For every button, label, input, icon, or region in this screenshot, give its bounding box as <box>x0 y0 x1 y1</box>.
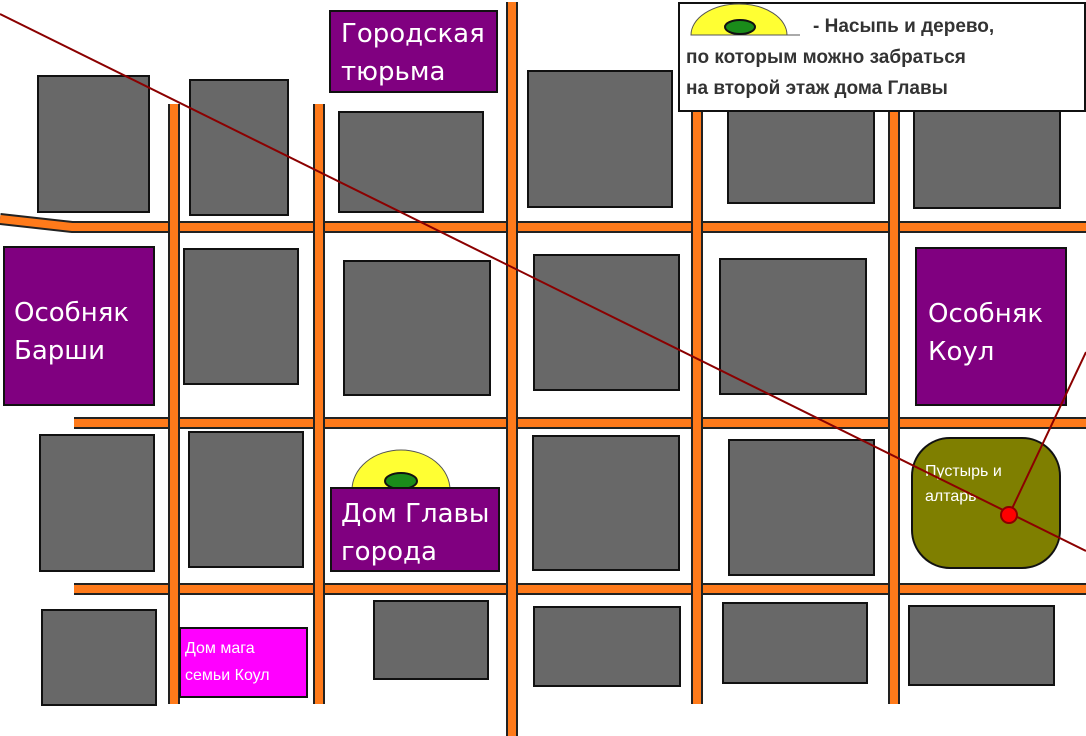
block <box>728 439 875 576</box>
altar-marker <box>1000 506 1018 524</box>
block <box>719 258 867 395</box>
block <box>527 70 673 208</box>
route-line-diagonal <box>0 13 1086 552</box>
block <box>913 103 1061 209</box>
tree-icon <box>384 472 418 490</box>
block <box>722 602 868 684</box>
mayor-label-line2: города <box>341 537 437 567</box>
prison-label-line1: Городская <box>341 19 485 49</box>
mage-label-line1: Дом мага <box>185 640 255 657</box>
block <box>39 434 155 572</box>
block <box>343 260 491 396</box>
mayor-house: Дом Главы города <box>330 449 500 572</box>
mage-label-line2: семьи Коул <box>185 667 270 684</box>
city-blocks <box>37 70 1061 706</box>
barsha-label-line1: Особняк <box>14 298 129 328</box>
legend-line1: - Насыпь и дерево, <box>813 16 994 37</box>
prison-label-line2: тюрьма <box>341 57 445 87</box>
block <box>727 103 875 204</box>
altar-label-line2: алтарь <box>925 488 977 505</box>
city-prison: Городская тюрьма <box>329 10 498 93</box>
block <box>373 600 489 680</box>
koul-mansion: Особняк Коул <box>915 247 1067 406</box>
block <box>338 111 484 213</box>
block <box>908 605 1055 686</box>
hill-icon <box>351 449 451 491</box>
barsha-label-line2: Барши <box>14 336 105 366</box>
tree-icon <box>724 19 756 35</box>
barsha-mansion: Особняк Барши <box>3 246 155 406</box>
block <box>183 248 299 385</box>
block <box>533 606 681 687</box>
block <box>533 254 680 391</box>
block <box>188 431 304 568</box>
wasteland-altar: Пустырь и алтарь <box>911 437 1061 569</box>
legend-line3: на второй этаж дома Главы <box>686 78 948 99</box>
koul-label-line2: Коул <box>928 337 994 367</box>
mayor-label-line1: Дом Главы <box>341 499 489 529</box>
block <box>37 75 150 213</box>
koul-label-line1: Особняк <box>928 299 1043 329</box>
route-line-altar <box>1008 351 1086 516</box>
legend-line2: по которым можно забраться <box>686 47 966 68</box>
block <box>41 609 157 706</box>
block <box>532 435 680 571</box>
block <box>189 79 289 216</box>
mage-house: Дом мага семьи Коул <box>179 627 308 698</box>
route-lines <box>0 13 1086 552</box>
legend: - Насыпь и дерево, по которым можно забр… <box>678 2 1086 112</box>
altar-label-line1: Пустырь и <box>925 463 1002 480</box>
